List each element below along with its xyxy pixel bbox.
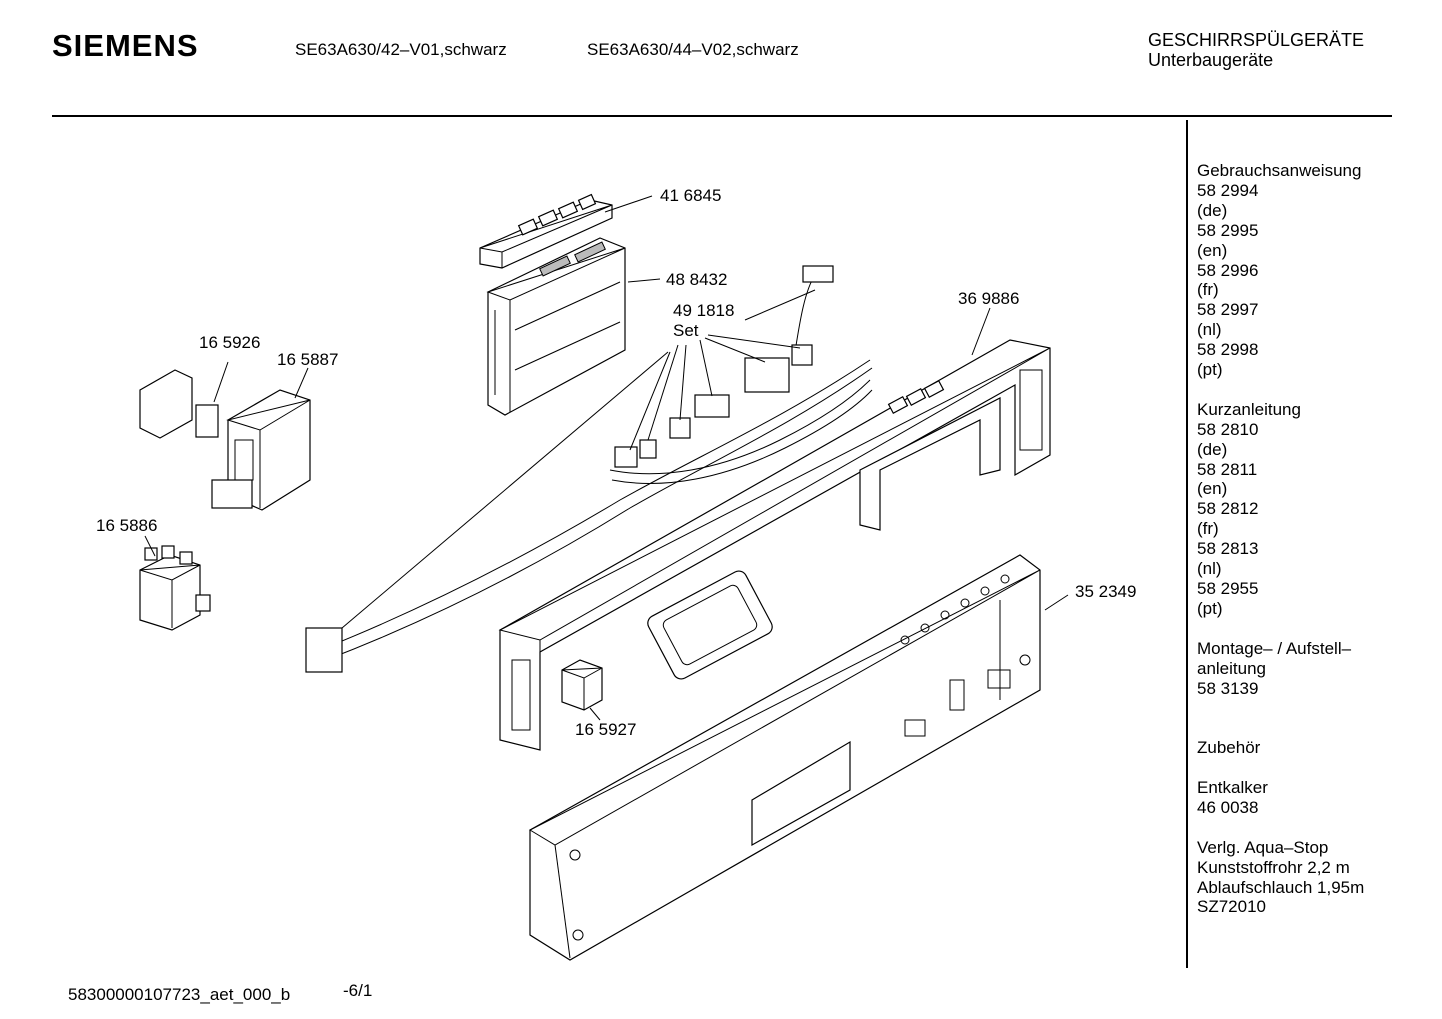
documentation-line: Ablaufschlauch 1,95m [1197, 877, 1365, 897]
label-165926: 16 5926 [199, 333, 261, 352]
category-block: GESCHIRRSPÜLGERÄTE Unterbaugeräte [1148, 30, 1364, 70]
model-number-2: SE63A630/44–V02,schwarz [587, 40, 799, 59]
exploded-view-drawing [139, 193, 1069, 961]
documentation-line: 58 2994 [1197, 180, 1259, 200]
documentation-line: 46 0038 [1197, 797, 1259, 817]
leader-491818-b [629, 351, 671, 451]
label-491818: 49 1818 [673, 301, 735, 320]
documentation-line: (nl) [1197, 320, 1222, 340]
documentation-line: 58 2997 [1197, 300, 1259, 320]
leader-416845 [604, 195, 653, 213]
leader-369886 [971, 307, 991, 356]
part-488432-electronic-module [486, 237, 626, 416]
leader-491818-g [707, 334, 801, 349]
documentation-line: (fr) [1197, 519, 1219, 539]
leader-491818-d [679, 344, 687, 421]
documentation-line: SZ72010 [1197, 897, 1266, 917]
documentation-line: (pt) [1197, 360, 1223, 380]
documentation-line: 58 2813 [1197, 539, 1259, 559]
leader-165926 [213, 361, 229, 403]
documentation-line: Kunststoffrohr 2,2 m [1197, 857, 1350, 877]
part-165886-relay [139, 545, 211, 631]
documentation-line: (en) [1197, 240, 1228, 260]
category-title: GESCHIRRSPÜLGERÄTE [1148, 30, 1365, 50]
model-number-1: SE63A630/42–V01,schwarz [295, 40, 507, 59]
part-165926 [139, 369, 219, 439]
documentation-line: 58 2811 [1197, 459, 1258, 479]
leader-491818-c [647, 344, 679, 441]
documentation-line: 58 2996 [1197, 260, 1259, 280]
documentation-line: Entkalker [1197, 778, 1268, 798]
documentation-line: Verlg. Aqua–Stop [1197, 837, 1329, 857]
documentation-line: Montage– / Aufstell– [1197, 638, 1352, 658]
documentation-line: 58 2995 [1197, 220, 1259, 240]
leader-165887 [294, 367, 309, 399]
label-set: Set [673, 321, 699, 340]
documentation-line: anleitung [1197, 658, 1267, 678]
page-number: -6/1 [343, 981, 373, 1000]
documentation-line: 58 2810 [1197, 419, 1259, 439]
label-416845: 41 6845 [660, 186, 722, 205]
category-subtitle: Unterbaugeräte [1148, 50, 1274, 70]
header-rule [52, 115, 1392, 117]
part-165887-bracket [211, 389, 311, 511]
document-id: 58300000107723_aet_000_b [68, 985, 291, 1004]
documentation-line: (fr) [1197, 280, 1219, 300]
label-165886: 16 5886 [96, 516, 158, 535]
leader-491818-e [699, 339, 713, 397]
label-352349: 35 2349 [1075, 582, 1137, 601]
leader-165886 [144, 535, 156, 557]
documentation-line: Gebrauchsanweisung [1197, 161, 1362, 180]
leader-491818-h [744, 289, 816, 321]
documentation-group: Zubehör [1197, 718, 1364, 758]
part-165927-cover [561, 659, 603, 711]
documentation-line [1197, 718, 1364, 738]
brand-logo: SIEMENS [52, 28, 199, 63]
label-165887: 16 5887 [277, 350, 339, 369]
documentation-line: 58 3139 [1197, 678, 1259, 698]
sidebar-rule [1186, 120, 1188, 968]
documentation-line: 58 2812 [1197, 499, 1259, 519]
leader-165927 [589, 707, 601, 721]
leader-352349 [1044, 594, 1069, 611]
part-416845-key-strip [479, 193, 613, 269]
documentation-line: (pt) [1197, 598, 1223, 618]
documentation-line: 58 2998 [1197, 340, 1259, 360]
label-165927: 16 5927 [575, 720, 637, 739]
label-369886: 36 9886 [958, 289, 1020, 308]
documentation-line: 58 2955 [1197, 579, 1259, 599]
documentation-line: (en) [1197, 479, 1228, 499]
documentation-line: (de) [1197, 200, 1228, 220]
documentation-line: (nl) [1197, 559, 1222, 579]
part-352349-panel-carrier [528, 554, 1041, 961]
documentation-line: Zubehör [1197, 738, 1261, 758]
part-369886-panel-frame [498, 339, 1051, 751]
leader-488432 [627, 278, 661, 283]
part-491818-wire-harness [305, 265, 873, 673]
documentation-line: Kurzanleitung [1197, 399, 1301, 419]
leader-491818-a [341, 351, 669, 629]
leader-491818-f [704, 337, 766, 363]
label-488432: 48 8432 [666, 270, 728, 289]
documentation-line: (de) [1197, 439, 1228, 459]
